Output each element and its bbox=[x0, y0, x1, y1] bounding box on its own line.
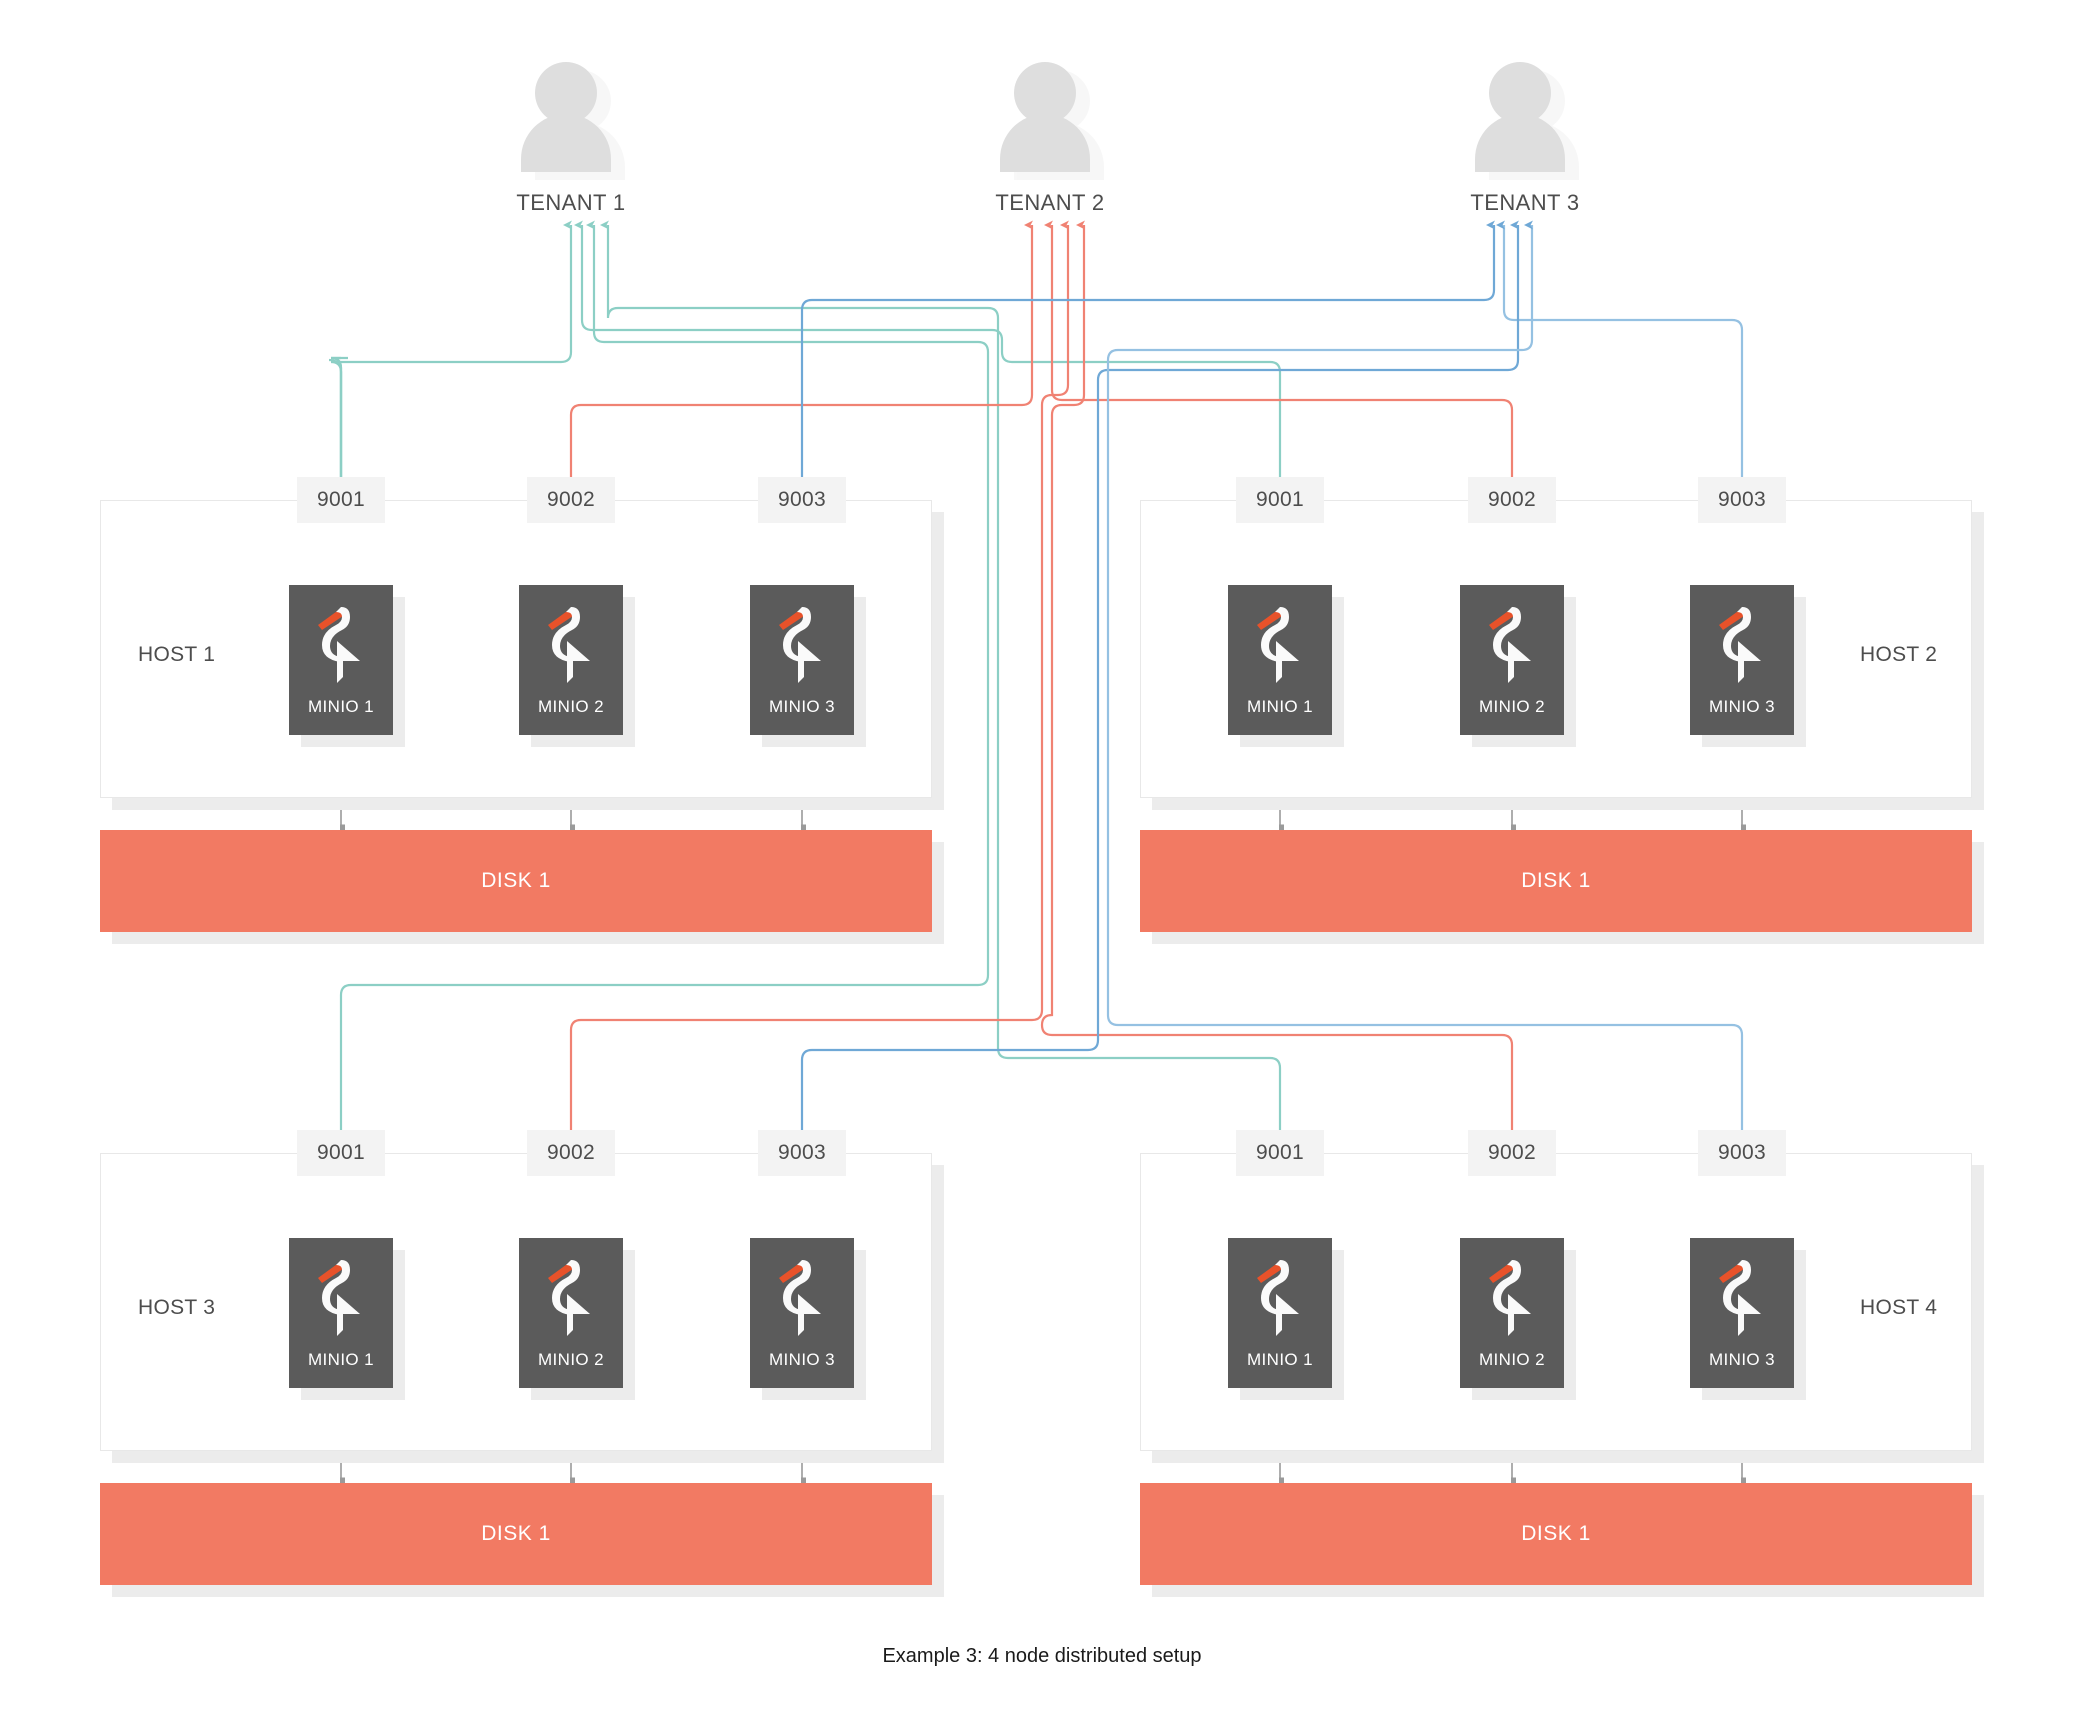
host-3-label: HOST 3 bbox=[138, 1296, 216, 1319]
minio-node[interactable]: MINIO 3 bbox=[750, 1238, 854, 1388]
host-1-label: HOST 1 bbox=[138, 643, 216, 666]
disk-label: DISK 1 bbox=[481, 869, 551, 892]
minio-node[interactable]: MINIO 3 bbox=[750, 585, 854, 735]
minio-flamingo-logo-icon bbox=[1489, 1260, 1531, 1336]
minio-node[interactable]: MINIO 3 bbox=[1690, 585, 1794, 735]
minio-flamingo-logo-icon bbox=[779, 1260, 821, 1336]
host-2-disk: DISK 1 bbox=[1140, 830, 1972, 932]
minio-flamingo-logo-icon bbox=[1257, 1260, 1299, 1336]
minio-node[interactable]: MINIO 2 bbox=[1460, 585, 1564, 735]
minio-node[interactable]: MINIO 2 bbox=[519, 585, 623, 735]
disk-label: DISK 1 bbox=[1521, 869, 1591, 892]
minio-flamingo-logo-icon bbox=[1489, 607, 1531, 683]
minio-flamingo-logo-icon bbox=[1719, 1260, 1761, 1336]
minio-node-label: MINIO 3 bbox=[768, 1350, 836, 1369]
host-1-port-9001: 9001 bbox=[297, 477, 385, 523]
user-avatar-icon bbox=[1473, 62, 1579, 180]
minio-node-label: MINIO 3 bbox=[1708, 697, 1776, 716]
minio-flamingo-logo-icon bbox=[779, 607, 821, 683]
tenant-2[interactable]: TENANT 2 bbox=[950, 62, 1150, 216]
host-4-label: HOST 4 bbox=[1860, 1296, 1938, 1319]
host-3-disk: DISK 1 bbox=[100, 1483, 932, 1585]
host-4-port-9002: 9002 bbox=[1468, 1130, 1556, 1176]
minio-node-label: MINIO 2 bbox=[537, 697, 605, 716]
host-2-port-9001: 9001 bbox=[1236, 477, 1324, 523]
minio-node[interactable]: MINIO 3 bbox=[1690, 1238, 1794, 1388]
minio-flamingo-logo-icon bbox=[318, 1260, 360, 1336]
minio-node-label: MINIO 2 bbox=[1478, 697, 1546, 716]
tenant-1[interactable]: TENANT 1 bbox=[471, 62, 671, 216]
host-2-port-9002: 9002 bbox=[1468, 477, 1556, 523]
host-1-port-9003: 9003 bbox=[758, 477, 846, 523]
minio-flamingo-logo-icon bbox=[1719, 607, 1761, 683]
tenant-label: TENANT 2 bbox=[995, 190, 1105, 215]
minio-flamingo-logo-icon bbox=[548, 1260, 590, 1336]
minio-node-label: MINIO 1 bbox=[1246, 697, 1314, 716]
minio-node[interactable]: MINIO 2 bbox=[519, 1238, 623, 1388]
minio-node-label: MINIO 2 bbox=[537, 1350, 605, 1369]
disk-label: DISK 1 bbox=[1521, 1522, 1591, 1545]
minio-node-label: MINIO 1 bbox=[307, 697, 375, 716]
tenant-label: TENANT 3 bbox=[1470, 190, 1580, 215]
host-3-port-9003: 9003 bbox=[758, 1130, 846, 1176]
minio-node-label: MINIO 1 bbox=[1246, 1350, 1314, 1369]
host-3-port-9002: 9002 bbox=[527, 1130, 615, 1176]
minio-node-label: MINIO 3 bbox=[768, 697, 836, 716]
tenant-3[interactable]: TENANT 3 bbox=[1425, 62, 1625, 216]
tenant-label: TENANT 1 bbox=[516, 190, 626, 215]
minio-node[interactable]: MINIO 1 bbox=[289, 585, 393, 735]
minio-node-label: MINIO 3 bbox=[1708, 1350, 1776, 1369]
host-3-port-9001: 9001 bbox=[297, 1130, 385, 1176]
minio-node[interactable]: MINIO 1 bbox=[1228, 1238, 1332, 1388]
diagram-caption: Example 3: 4 node distributed setup bbox=[882, 1645, 1202, 1667]
minio-node[interactable]: MINIO 1 bbox=[1228, 585, 1332, 735]
host-1-port-9002: 9002 bbox=[527, 477, 615, 523]
minio-flamingo-logo-icon bbox=[548, 607, 590, 683]
host-1-disk: DISK 1 bbox=[100, 830, 932, 932]
host-4-port-9001: 9001 bbox=[1236, 1130, 1324, 1176]
minio-flamingo-logo-icon bbox=[318, 607, 360, 683]
host-2-label: HOST 2 bbox=[1860, 643, 1938, 666]
minio-node[interactable]: MINIO 1 bbox=[289, 1238, 393, 1388]
minio-node-label: MINIO 1 bbox=[307, 1350, 375, 1369]
minio-node-label: MINIO 2 bbox=[1478, 1350, 1546, 1369]
host-2-port-9003: 9003 bbox=[1698, 477, 1786, 523]
minio-node[interactable]: MINIO 2 bbox=[1460, 1238, 1564, 1388]
user-avatar-icon bbox=[519, 62, 625, 180]
host-4-disk: DISK 1 bbox=[1140, 1483, 1972, 1585]
minio-flamingo-logo-icon bbox=[1257, 607, 1299, 683]
disk-label: DISK 1 bbox=[481, 1522, 551, 1545]
user-avatar-icon bbox=[998, 62, 1104, 180]
host-4-port-9003: 9003 bbox=[1698, 1130, 1786, 1176]
